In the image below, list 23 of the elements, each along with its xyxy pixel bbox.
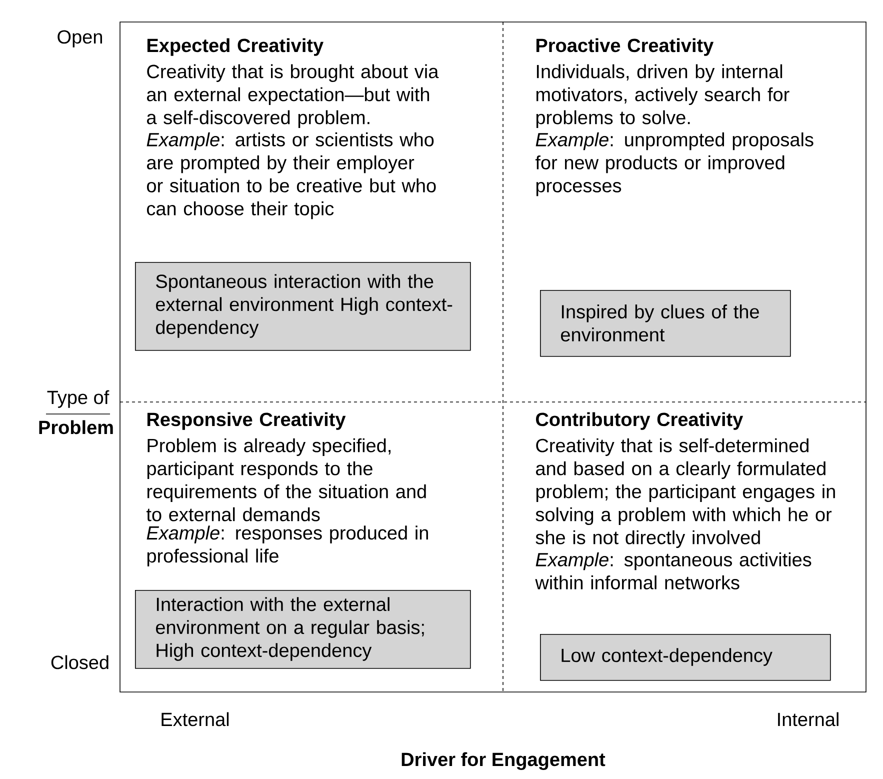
description-text: Creativity that is self-determined and based on a clearly formulated problem; the participant engages in solving a problem with which he or she is not directly involved <box>536 438 835 548</box>
axis-label: Driver for Engagement <box>402 752 606 770</box>
quadrant-heading: Contributory Creativity <box>536 412 744 430</box>
description-text: Creativity that is brought about via an external expectation—but with a self-discovered problem. <box>147 64 439 128</box>
example-text: Example: responses produced in professional life <box>146 526 428 566</box>
axis-label: Open <box>58 30 102 48</box>
quadrant-heading: Responsive Creativity <box>147 412 346 430</box>
axis-label: Problem <box>39 420 113 434</box>
axis-label: Internal <box>778 712 838 726</box>
quadrant-heading: Expected Creativity <box>147 38 324 56</box>
axis-label: External <box>162 712 229 726</box>
example-text: Example: spontaneous activities within informal networks <box>535 552 812 590</box>
axis-label: Type of <box>47 390 110 408</box>
note-box: Interaction with the external environment on a regular basis; High context-dependency <box>135 590 471 669</box>
quadrant-heading: Proactive Creativity <box>536 38 714 56</box>
description-text: Problem is already specified, participant responds to the requirements of the situation and to external demands <box>146 438 426 522</box>
description-text: Individuals, driven by internal motivators, actively search for problems to solve. <box>536 64 790 128</box>
note-box: Spontaneous interaction with the external environment High context-dependency <box>135 262 471 351</box>
note-box: Low context-dependency <box>540 634 831 681</box>
axis-label: Closed <box>51 655 108 670</box>
note-box: Inspired by clues of the environment <box>540 290 791 357</box>
example-text: Example: unprompted proposals for new products or improved processes <box>535 132 814 196</box>
example-text: Example: artists or scientists who are prompted by their employer or situation to be creative but who can choose their topic <box>146 132 436 220</box>
